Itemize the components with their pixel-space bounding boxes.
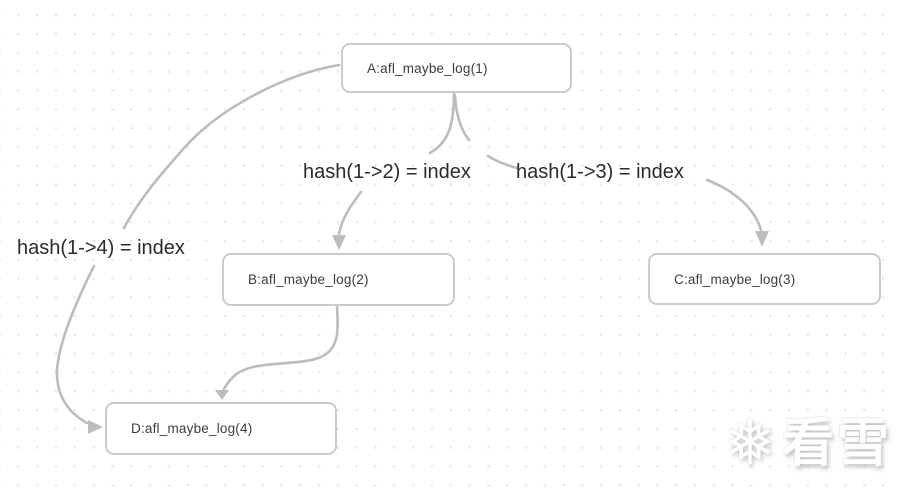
edge-a-c-dash — [486, 154, 519, 170]
snowflake-icon: ❅ — [724, 409, 776, 478]
edge-a-c-lower — [705, 178, 763, 232]
node-b-label: B:afl_maybe_log(2) — [248, 272, 369, 287]
edge-a-d-upper — [122, 63, 341, 230]
edge-label-hash-1-4: hash(1->4) = index — [17, 237, 185, 259]
edge-b-d — [221, 304, 339, 394]
watermark-text: 看雪 — [781, 415, 892, 473]
node-d-label: D:afl_maybe_log(4) — [131, 421, 253, 436]
arrowhead-d-left — [88, 420, 103, 434]
arrowhead-d-top — [215, 390, 229, 400]
edge-a-b-upper — [428, 90, 456, 155]
node-c-label: C:afl_maybe_log(3) — [674, 271, 796, 287]
edge-a-c-upper — [453, 94, 471, 142]
edge-label-hash-1-2: hash(1->2) = index — [303, 161, 471, 183]
node-a[interactable]: A:afl_maybe_log(1) — [341, 43, 572, 93]
node-a-label: A:afl_maybe_log(1) — [367, 60, 488, 76]
arrowhead-b — [332, 235, 346, 250]
edge-a-b-lower — [337, 190, 363, 236]
arrowhead-c — [755, 231, 769, 247]
node-b[interactable]: B:afl_maybe_log(2) — [222, 253, 455, 306]
node-c[interactable]: C:afl_maybe_log(3) — [648, 253, 881, 305]
node-d[interactable]: D:afl_maybe_log(4) — [105, 402, 337, 455]
edge-label-hash-1-3: hash(1->3) = index — [516, 161, 684, 183]
watermark: ❅ 看雪 — [724, 413, 892, 475]
edge-a-d-lower — [55, 264, 96, 425]
